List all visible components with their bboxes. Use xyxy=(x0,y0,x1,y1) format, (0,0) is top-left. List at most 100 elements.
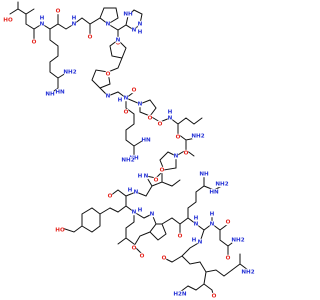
bond xyxy=(9,1,35,25)
atom-label-o-1: O xyxy=(32,40,37,46)
atom-label-o-asn1: O xyxy=(226,256,231,262)
atom-label-background xyxy=(161,254,167,262)
atom-label-background xyxy=(177,232,183,240)
bond xyxy=(61,207,111,233)
atom-label-background xyxy=(167,114,173,122)
atom-label-nh2-nterm: NH2 xyxy=(241,270,254,276)
atom-label-background xyxy=(191,236,197,244)
atom-label-background xyxy=(173,152,179,160)
bond xyxy=(25,13,75,40)
bond xyxy=(161,175,223,235)
atom-label-nh-8: N xyxy=(132,210,137,216)
atom-label-nh2-gln: NH2 xyxy=(191,134,204,140)
atom-label-background xyxy=(64,68,76,76)
atom-label-background xyxy=(209,220,215,228)
atom-label-o-asn2: O xyxy=(212,294,217,300)
bond xyxy=(49,28,59,79)
atom-label-background xyxy=(197,238,203,246)
atom-label-background xyxy=(153,176,159,184)
atom-label-nh-10: N xyxy=(210,222,215,228)
atom-label-background xyxy=(45,90,55,98)
atom-label-nh-4: N xyxy=(124,96,129,102)
atom-label-nh-2: N xyxy=(72,22,77,28)
bond xyxy=(109,189,137,213)
bond xyxy=(135,171,181,197)
atom-label-background xyxy=(131,26,137,34)
atom-label-n-pro6: N xyxy=(150,212,155,218)
atom-label-background xyxy=(129,154,139,162)
atom-label-nh-3: N xyxy=(132,28,137,34)
atom-label-background xyxy=(131,244,137,252)
atom-label-background xyxy=(137,28,143,36)
atom-label-background xyxy=(183,149,189,157)
atom-label-background xyxy=(225,218,231,226)
atom-label-background xyxy=(123,10,133,18)
atom-label-background xyxy=(199,170,209,178)
atom-label-o-12: O xyxy=(160,168,165,174)
bond xyxy=(91,69,127,99)
atom-label-nh2-guan2: NH2 xyxy=(121,158,134,164)
atom-label-o-16: O xyxy=(178,234,183,240)
atom-label-background xyxy=(55,88,65,96)
atom-label-n-his: N xyxy=(138,22,143,28)
atom-label-background xyxy=(122,156,134,164)
atom-label-o-10: O xyxy=(176,135,181,141)
atom-label-background xyxy=(105,92,111,100)
atom-label-background xyxy=(71,20,77,28)
atom-label-background xyxy=(167,108,173,116)
atom-label-o-6: O xyxy=(132,88,137,94)
atom-label-background xyxy=(192,132,204,140)
atom-label-n-pro3: N xyxy=(106,94,111,100)
atom-label-h2n-asn2: H2N xyxy=(173,292,187,298)
bond-network xyxy=(9,1,249,299)
atom-label-oh-1: HO xyxy=(3,18,13,24)
bond xyxy=(179,253,249,293)
atom-label-n-pro5: N xyxy=(174,154,179,160)
atom-label-hn-11: H xyxy=(192,238,197,244)
atom-label-nh-9: N xyxy=(194,222,199,228)
atom-label-o-gln: O xyxy=(184,151,189,157)
atom-label-background xyxy=(143,172,149,180)
atom-label-nh2-asn1: NH2 xyxy=(231,238,244,244)
atom-label-background xyxy=(137,172,143,180)
atom-label-n-pro1: N xyxy=(106,22,111,28)
atom-label-o-3: O xyxy=(88,35,93,41)
atom-label-hn-2: H xyxy=(72,16,77,22)
atom-label-hn-6: H xyxy=(138,174,143,180)
atom-label-o-13: O xyxy=(108,194,113,200)
atom-label-hn-guan1: HN xyxy=(55,90,65,96)
atom-label-background xyxy=(137,100,143,108)
atom-label-nh-6: N xyxy=(144,174,149,180)
atom-label-background xyxy=(123,108,129,116)
atom-label-background xyxy=(175,133,181,141)
atom-label-background xyxy=(55,7,61,15)
atom-label-background xyxy=(131,86,137,94)
atom-label-background xyxy=(149,210,155,218)
atom-label-background xyxy=(105,70,111,78)
bond xyxy=(73,7,119,35)
atom-label-background xyxy=(232,236,244,244)
atom-label-o-9: O xyxy=(148,116,153,122)
atom-label-background xyxy=(87,33,93,41)
atom-label-background xyxy=(147,114,153,122)
atom-label-nh-guan1: NH xyxy=(45,92,55,98)
atom-label-background xyxy=(242,268,254,276)
atom-label-nh2-guan3: NH2 xyxy=(215,182,228,188)
atom-label-background xyxy=(137,206,143,214)
atom-label-background xyxy=(139,252,145,260)
atom-label-background xyxy=(127,186,133,194)
atom-label-o-2: O xyxy=(56,9,61,15)
atom-label-nh-1: N xyxy=(40,22,45,28)
atom-label-hn-10: H xyxy=(210,212,215,218)
atom-label-hn-8: H xyxy=(138,208,143,214)
atom-label-n-pro4: N xyxy=(138,102,143,108)
atom-label-background xyxy=(71,14,77,22)
atom-label-background xyxy=(159,166,165,174)
bond xyxy=(145,149,187,179)
atom-label-o-18: O xyxy=(162,256,167,262)
atom-label-hn-guan3: HN xyxy=(209,190,219,196)
atom-label-o-15: O xyxy=(140,254,145,260)
atom-label-background xyxy=(216,180,228,188)
